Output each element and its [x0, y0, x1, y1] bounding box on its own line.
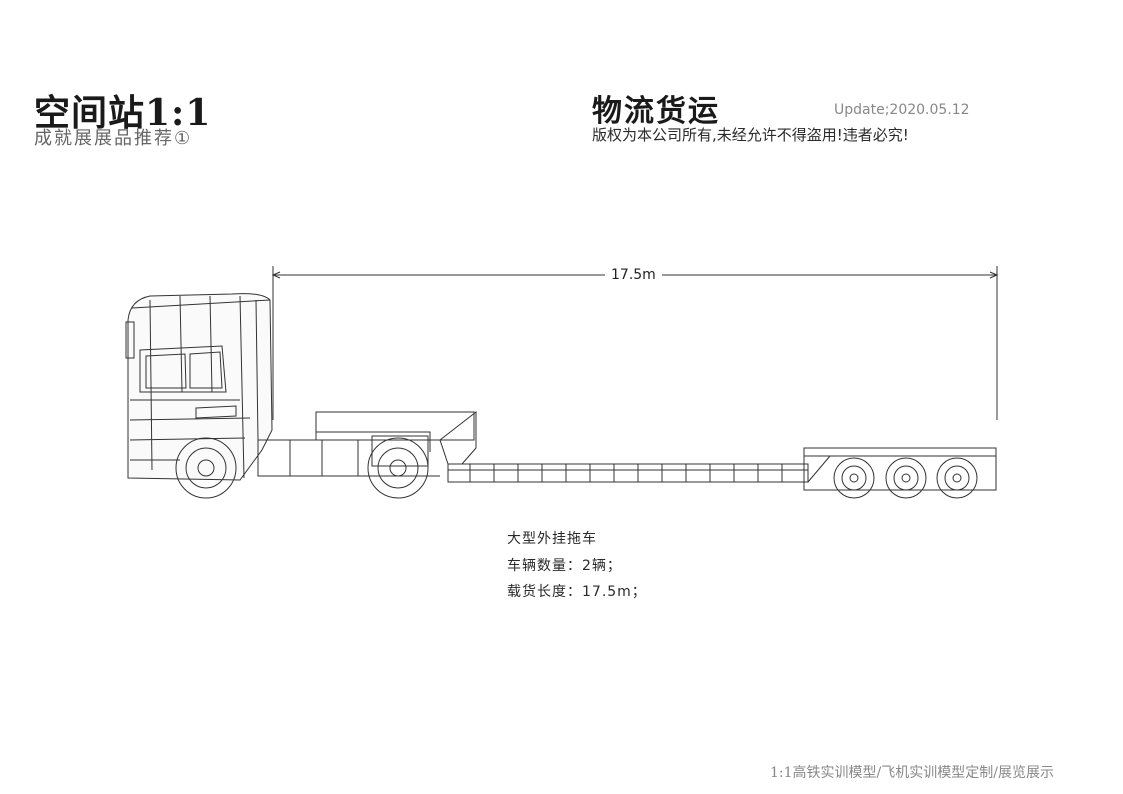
- page-subtitle: 成就展展品推荐①: [34, 128, 193, 149]
- front-wheel: [175, 437, 237, 499]
- truck-cab: [125, 293, 273, 481]
- trailer-gooseneck: [439, 410, 477, 465]
- spec-name: 大型外挂拖车: [507, 531, 597, 547]
- dimension-label: 17.5m: [605, 267, 662, 283]
- trailer-wheel-1: [833, 457, 875, 499]
- trailer-rear-bogie: [803, 447, 997, 491]
- spec-count: 车辆数量：2辆；: [507, 558, 622, 574]
- page-title: 空间站1:1: [34, 92, 212, 134]
- trailer-bed: [447, 463, 809, 483]
- trailer-wheel-3: [936, 457, 978, 499]
- dimension-line: [271, 266, 999, 420]
- trailer-wheel-2: [885, 457, 927, 499]
- section-title: 物流货运: [592, 94, 720, 129]
- update-date: Update;2020.05.12: [834, 102, 970, 118]
- spec-length: 载货长度：17.5m；: [507, 584, 647, 600]
- truck-chassis: [257, 411, 475, 477]
- copyright-notice: 版权为本公司所有,未经允许不得盗用!违者必究!: [592, 126, 909, 144]
- rear-wheel: [367, 437, 429, 499]
- footer-text: 1:1高铁实训模型/飞机实训模型定制/展览展示: [770, 765, 1054, 781]
